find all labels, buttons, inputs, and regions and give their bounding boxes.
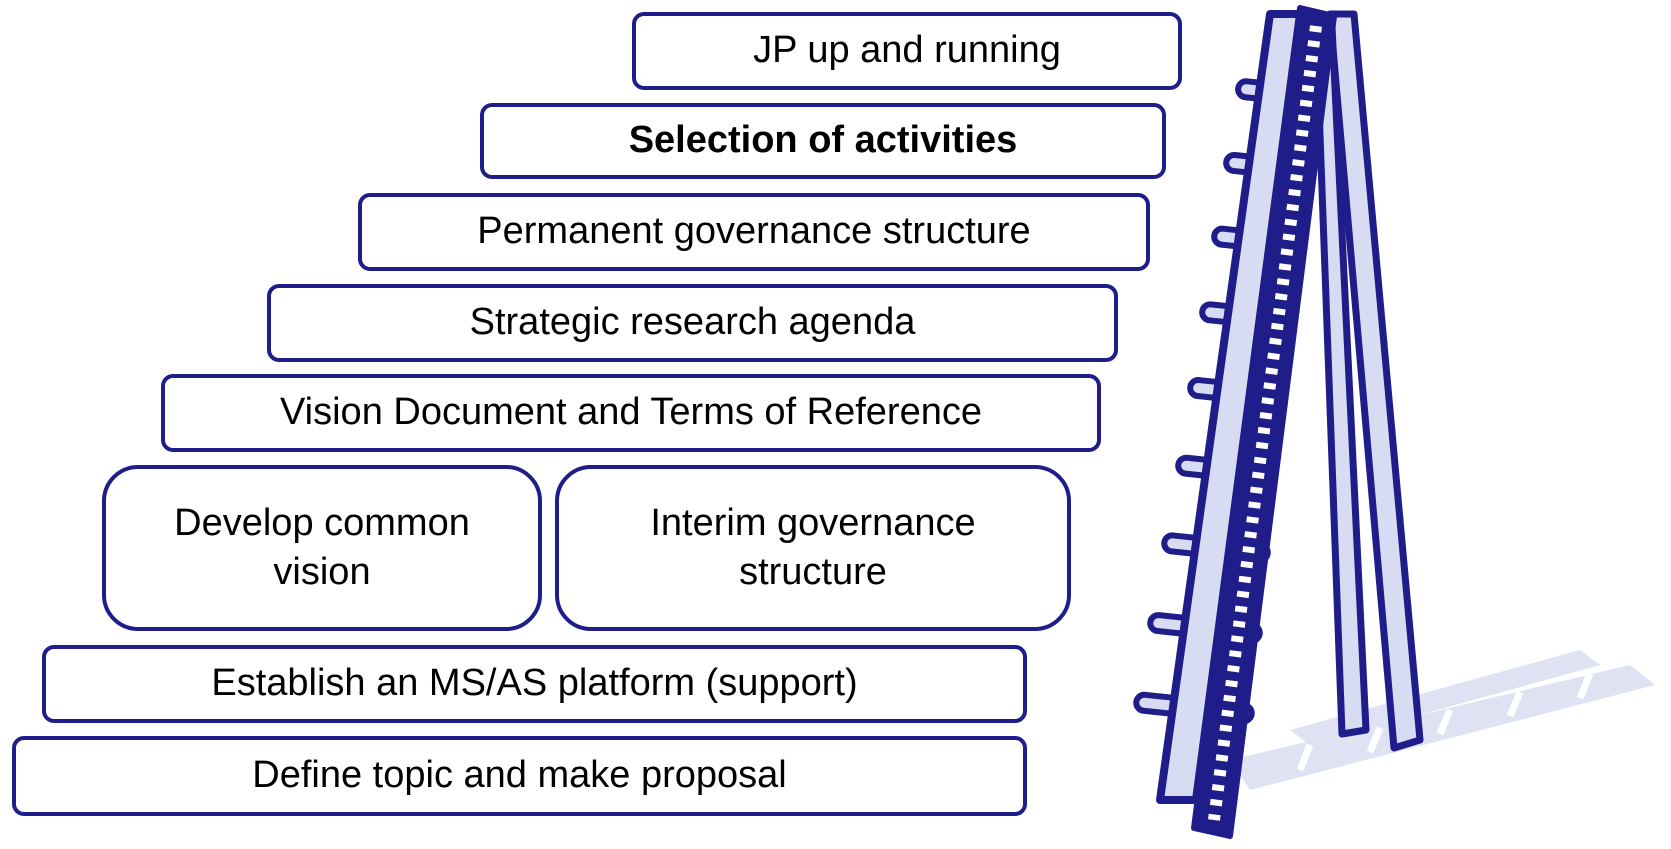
right-rail [1191,5,1337,839]
back-ladder [1312,10,1424,752]
step-permanent-governance-structure: Permanent governance structure [358,193,1150,271]
step-interim-governance-structure: Interim governance structure [555,465,1071,631]
step-strategic-research-agenda: Strategic research agenda [267,284,1118,362]
step-develop-common-vision: Develop common vision [102,465,542,631]
step-establish-ms-as-platform: Establish an MS/AS platform (support) [42,645,1027,723]
step-vision-document-and-terms: Vision Document and Terms of Reference [161,374,1101,452]
step-define-topic-and-proposal: Define topic and make proposal [12,736,1027,816]
ladder-icon [1133,5,1655,839]
step-jp-up-and-running: JP up and running [632,12,1182,90]
step-selection-of-activities: Selection of activities [480,103,1166,179]
shadow-rungs [1296,672,1594,772]
